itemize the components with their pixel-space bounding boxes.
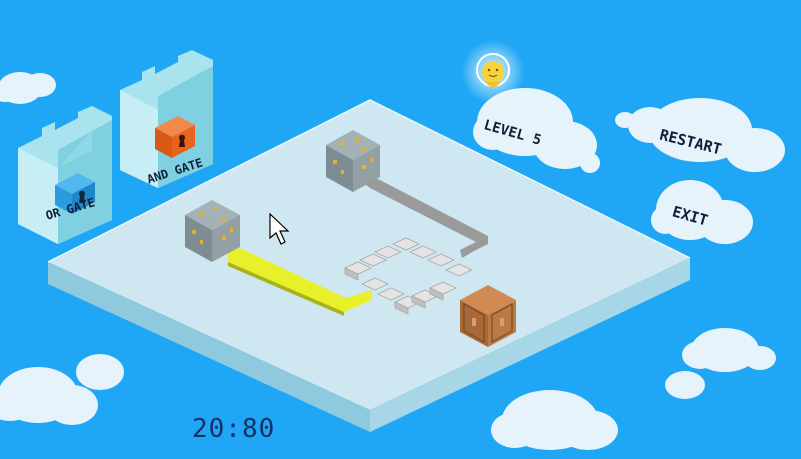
inactive-wire <box>360 176 488 258</box>
gold-ore-block-left[interactable] <box>185 200 240 262</box>
active-wire[interactable] <box>228 248 372 316</box>
or-gate-lock[interactable] <box>55 173 95 214</box>
restart-cloud[interactable] <box>615 98 785 172</box>
cursor-arrow-icon <box>269 212 290 245</box>
player-avatar <box>461 40 525 104</box>
bg-cloud-bottom-center <box>491 390 618 450</box>
level-cloud <box>473 88 600 173</box>
bg-cloud-bottom-right <box>665 328 776 399</box>
smiley-avatar-icon <box>482 61 504 83</box>
bg-cloud-bottom-left <box>0 354 124 425</box>
game-board <box>47 99 691 432</box>
gold-ore-block-top[interactable] <box>326 130 380 192</box>
timer-display: 20:80 <box>192 414 276 444</box>
and-gate-lock[interactable] <box>155 116 195 158</box>
gate-slot[interactable] <box>344 237 473 315</box>
or-gate-castle[interactable] <box>18 106 112 244</box>
keyhole-icon <box>179 134 185 147</box>
wooden-crate-target[interactable] <box>460 285 516 347</box>
exit-cloud[interactable] <box>651 180 753 244</box>
bg-cloud-left <box>0 72 56 104</box>
keyhole-icon <box>79 190 86 203</box>
and-gate-castle[interactable] <box>120 50 213 188</box>
